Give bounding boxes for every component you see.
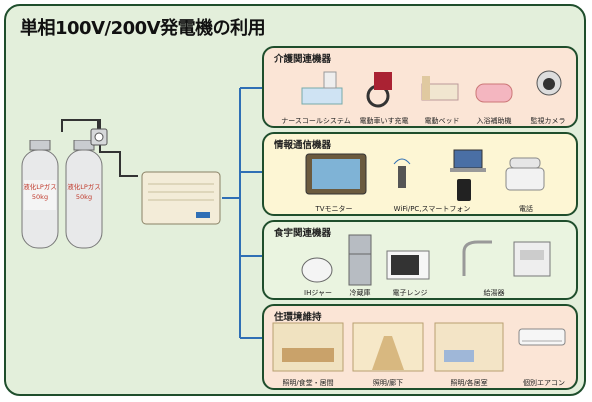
page-title: 単相100V/200V発電機の利用: [20, 18, 266, 39]
telephone-icon: [504, 152, 546, 192]
item-label: 照明/各居室: [450, 379, 488, 387]
item-label: TVモニター: [315, 205, 353, 213]
panel-care-equipment: 介護関連機器 ナースコールシステム 電動車いす充電 電動ベッド 入浴補助機 監視…: [262, 46, 578, 128]
nurse-call-icon: [300, 68, 344, 108]
generator-icon: [140, 168, 222, 228]
tank-label-weight: 50kg: [75, 193, 93, 201]
air-conditioner-icon: [518, 328, 566, 348]
bath-assist-icon: [474, 68, 514, 106]
panel-title: 食宇関連機器: [274, 228, 332, 239]
tank-label-type: 液化LPガス: [67, 183, 101, 191]
panel-living-environment: 住環境維持 照明/食堂・居間 照明/廊下 照明/各居室 個別エアコン: [262, 304, 578, 390]
room-lighting-icon: [434, 322, 504, 372]
item-label: 電子レンジ: [392, 289, 428, 297]
tank-label-type: 液化LPガス: [23, 183, 57, 191]
security-camera-icon: [534, 68, 564, 98]
item-label: 冷蔵庫: [349, 289, 371, 297]
laptop-icon: [450, 148, 486, 174]
gas-cylinder-left: [20, 140, 60, 250]
hallway-lighting-icon: [352, 322, 424, 372]
wheelchair-icon: [364, 66, 404, 108]
item-label: 電動ベッド: [424, 117, 460, 125]
item-label: 電話: [519, 205, 533, 213]
wifi-router-icon: [392, 154, 412, 190]
boiler-icon: [512, 240, 552, 280]
item-label: 監視カメラ: [530, 117, 566, 125]
item-label: 個別エアコン: [523, 379, 565, 387]
panel-title: 介護関連機器: [274, 54, 332, 65]
microwave-icon: [386, 250, 430, 280]
item-label: 照明/食堂・居間: [282, 379, 334, 387]
panel-title: 情報通信機器: [274, 140, 332, 151]
item-label: WiFi/PC,スマートフォン: [393, 205, 471, 213]
refrigerator-icon: [348, 234, 372, 286]
item-label: ナースコールシステム: [281, 117, 351, 125]
tv-monitor-icon: [304, 152, 368, 198]
smartphone-icon: [456, 178, 472, 202]
item-label: 照明/廊下: [372, 379, 404, 387]
gas-regulator-icon: [90, 128, 108, 148]
panel-title: 住環境維持: [274, 312, 322, 323]
tank-label-weight: 50kg: [31, 193, 49, 201]
gas-cylinder-left-label: 液化LPガス 50kg: [20, 182, 60, 202]
water-heater-icon: [458, 238, 498, 280]
item-label: 入浴補助機: [476, 117, 512, 125]
panel-food-equipment: 食宇関連機器 IHジャー 冷蔵庫 電子レンジ 給湯器: [262, 220, 578, 300]
rice-cooker-icon: [300, 256, 334, 284]
electric-bed-icon: [420, 70, 460, 106]
panel-info-equipment: 情報通信機器 TVモニター WiFi/PC,スマートフォン 電話: [262, 132, 578, 216]
gas-cylinder-right: [64, 140, 104, 250]
item-label: 給湯器: [483, 289, 505, 297]
item-label: 電動車いす充電: [359, 117, 409, 125]
gas-cylinder-right-label: 液化LPガス 50kg: [64, 182, 104, 202]
item-label: IHジャー: [304, 289, 332, 297]
dining-room-lighting-icon: [272, 322, 344, 372]
